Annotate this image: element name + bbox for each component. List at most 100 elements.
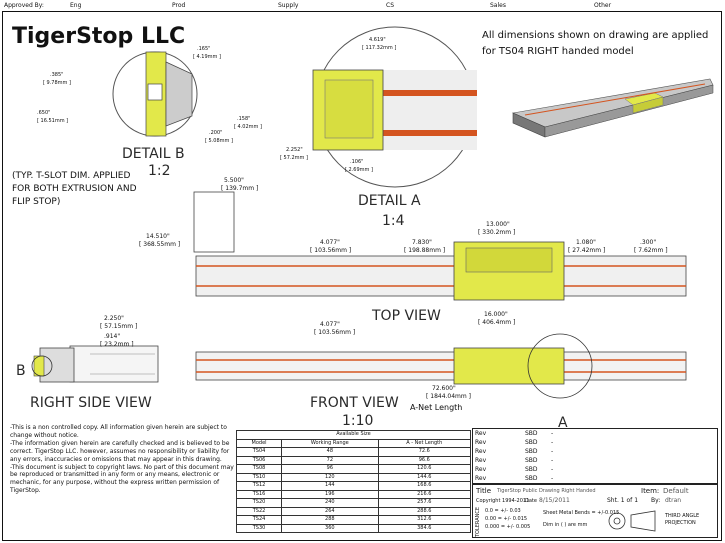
tol-3: 0.000 = +/- 0.005: [485, 524, 531, 530]
right-dim-4: [ 23.2mm ]: [100, 341, 134, 348]
cell: 288: [281, 515, 379, 525]
front-dim-1: 4.077": [320, 321, 340, 328]
approval-sales: Sales: [490, 2, 506, 9]
cell: 216.6: [377, 489, 472, 499]
drawing-border: [2, 11, 722, 541]
detail-b-dim-4: [ 9.78mm ]: [43, 80, 71, 86]
cell: 120: [281, 472, 379, 482]
top-dim-8: [ 198.88mm ]: [404, 247, 446, 254]
title-block: Title TigerStop Public Drawing Right Han…: [472, 484, 718, 538]
cell: TS06: [235, 455, 283, 465]
cell: 72: [281, 455, 379, 465]
detail-a-drawing: [312, 26, 477, 188]
size-table: Available Size Model Working Range A - N…: [235, 430, 472, 533]
dimensions-note: All dimensions shown on drawing are appl…: [482, 30, 709, 57]
front-view-title: FRONT VIEW: [310, 395, 399, 411]
top-dim-7: 7.830": [412, 239, 432, 246]
top-dim-13: .300": [640, 239, 657, 246]
top-view-drawing: [193, 191, 687, 301]
cell: TS04: [235, 447, 283, 457]
tol-2: 0.00 = +/- 0.015: [485, 516, 528, 522]
approvals-bar: Approved By: Eng Prod Supply CS Sales Ot…: [2, 2, 722, 10]
top-dim-3: 14.510": [146, 233, 170, 240]
date-label: Date: [525, 498, 537, 504]
cell: TS08: [235, 464, 283, 474]
item-value: Default: [663, 487, 689, 495]
title-value: TigerStop Public Drawing Right Handed: [497, 488, 596, 494]
size-table-header: Model: [235, 438, 283, 448]
cell: 144.6: [377, 472, 472, 482]
disclaimer: -This is a non controlled copy. All info…: [10, 424, 235, 495]
size-table-header: Working Range: [281, 438, 379, 448]
third-angle-icon: [608, 510, 656, 532]
top-view-title: TOP VIEW: [372, 308, 441, 324]
right-side-title: RIGHT SIDE VIEW: [30, 395, 152, 411]
top-dim-5: 4.077": [320, 239, 340, 246]
cell: 120.6: [377, 464, 472, 474]
top-dim-6: [ 103.56mm ]: [310, 247, 352, 254]
cell: 196: [281, 489, 379, 499]
right-dim-2: [ 57.15mm ]: [100, 323, 138, 330]
approval-prod: Prod: [172, 2, 186, 9]
cell: 360: [281, 523, 379, 533]
cell: 168.6: [377, 481, 472, 491]
detail-a-title: DETAIL A: [358, 193, 421, 209]
detail-b-dim-9: .200": [209, 130, 223, 136]
cell: TS10: [235, 472, 283, 482]
approved-by-label: Approved By:: [4, 2, 44, 9]
detail-a-dim-4: [ 57.2mm ]: [280, 155, 308, 161]
approval-other: Other: [594, 2, 612, 9]
detail-a-dim-3: 2.252": [286, 147, 303, 153]
top-dim-16: [ 406.4mm ]: [478, 319, 516, 326]
detail-a-dim-1: 4.619": [369, 37, 386, 43]
front-view-marker-a: A: [558, 415, 568, 431]
detail-b-dim-7: .158": [237, 116, 251, 122]
size-table-title: Available Size: [236, 430, 471, 440]
company-name: TigerStop LLC: [12, 24, 186, 49]
dim-note: Dim in ( ) are mm: [543, 522, 588, 528]
disclaimer-line-1: -This is a non controlled copy. All info…: [10, 424, 227, 439]
front-dim-2: [ 103.56mm ]: [314, 329, 356, 336]
top-dim-14: [ 7.62mm ]: [634, 247, 668, 254]
detail-b-scale: 1:2: [148, 163, 171, 179]
cell: TS20: [235, 498, 283, 508]
tslot-note: (TYP. T-SLOT DIM. APPLIED FOR BOTH EXTRU…: [12, 171, 137, 208]
detail-b-dim-6: [ 16.51mm ]: [37, 118, 69, 124]
front-view-scale: 1:10: [342, 413, 374, 429]
top-dim-4: [ 368.55mm ]: [139, 241, 181, 248]
cell: TS12: [235, 481, 283, 491]
disclaimer-line-3: -This document is subject to copyright l…: [10, 463, 234, 495]
detail-b-dim-2: [ 4.19mm ]: [193, 54, 221, 60]
sheet-number: Sht. 1 of 1: [607, 497, 639, 504]
title-label: Title: [476, 487, 492, 495]
copyright: Copyright 1994-2011: [476, 498, 530, 504]
detail-b-title: DETAIL B: [122, 146, 185, 162]
cell: 257.6: [377, 498, 472, 508]
top-dim-11: 1.080": [576, 239, 596, 246]
isometric-view: [511, 78, 714, 138]
cell: TS16: [235, 489, 283, 499]
cell: TS24: [235, 515, 283, 525]
top-dim-9: 13.000": [486, 221, 510, 228]
approval-cs: CS: [386, 2, 394, 9]
front-view-drawing: [195, 333, 687, 399]
top-dim-12: [ 27.42mm ]: [568, 247, 606, 254]
by-value: dtran: [665, 497, 682, 504]
cell: 48: [281, 447, 379, 457]
detail-a-dim-2: [ 117.32mm ]: [362, 45, 397, 51]
approval-eng: Eng: [70, 2, 82, 9]
detail-b-dim-1: .165": [197, 46, 211, 52]
front-dim-4: [ 1844.04mm ]: [426, 393, 471, 400]
disclaimer-line-2: -The information given herein are carefu…: [10, 439, 230, 463]
